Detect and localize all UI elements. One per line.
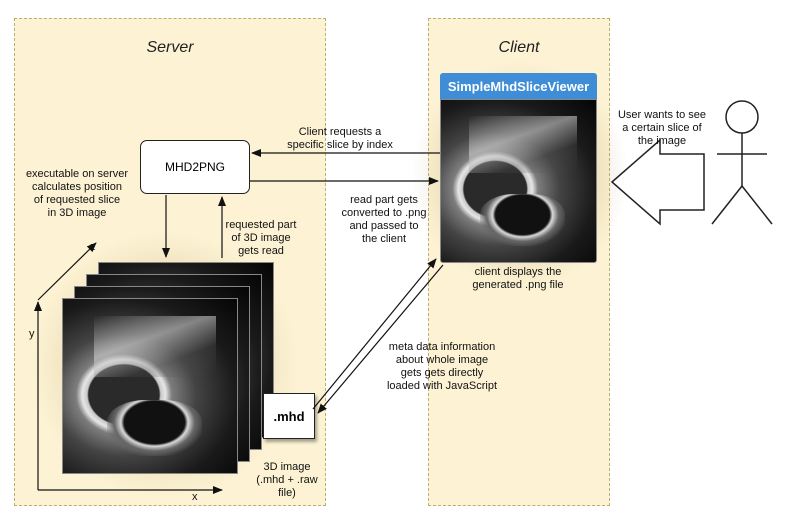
slice-image-1 — [62, 298, 238, 474]
y-axis-label: y — [29, 328, 35, 340]
viewer-image — [440, 99, 597, 263]
server-title: Server — [146, 39, 194, 56]
z-axis — [37, 242, 97, 301]
mhd-file-label: .mhd — [273, 408, 305, 424]
mhd-file-icon: .mhd — [263, 393, 315, 439]
mhd2png-box: MHD2PNG — [140, 140, 250, 194]
z-axis-label: z — [90, 241, 96, 253]
meta-data-line-a — [312, 258, 437, 410]
viewer-title: SimpleMhdSliceViewer — [447, 78, 590, 94]
mhd2png-label: MHD2PNG — [164, 160, 225, 174]
x-axis-label: x — [192, 491, 198, 503]
client-title: Client — [498, 39, 540, 56]
user-figure-icon — [711, 100, 773, 225]
meta-data-line-b — [317, 264, 444, 414]
viewer-title-bar: SimpleMhdSliceViewer — [440, 73, 597, 99]
user-arrow-icon — [610, 138, 705, 226]
